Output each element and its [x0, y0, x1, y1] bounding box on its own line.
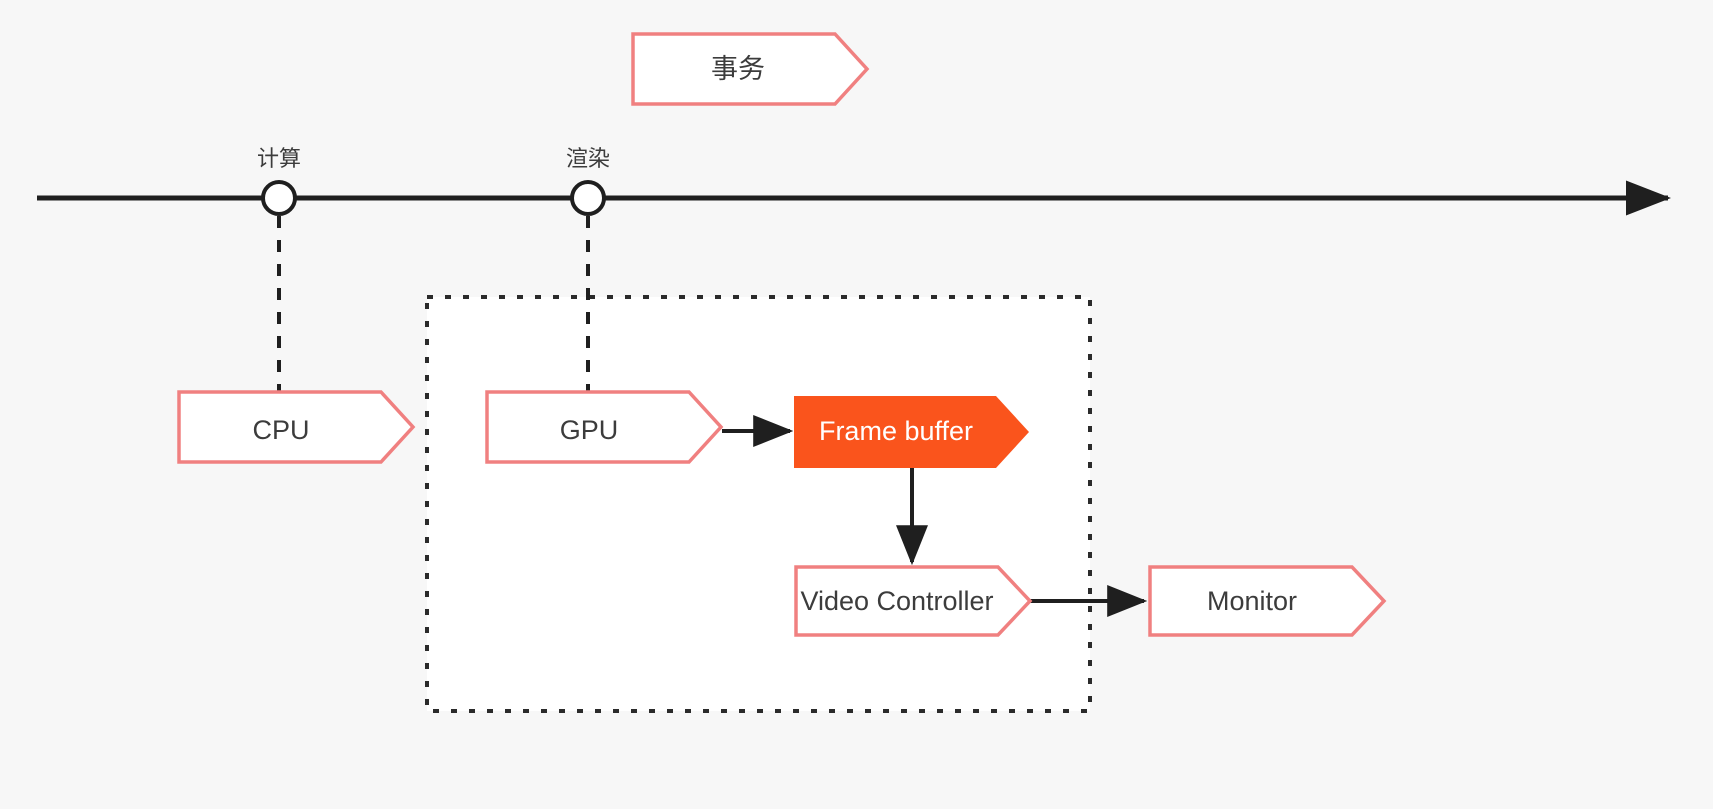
milestone-render[interactable]: 渲染 — [566, 146, 610, 216]
node-monitor-label: Monitor — [1207, 586, 1297, 616]
node-cpu-label: CPU — [252, 415, 309, 445]
node-monitor[interactable]: Monitor — [1148, 565, 1387, 637]
group-boundary-box — [425, 295, 1092, 713]
node-frame-buffer[interactable]: Frame buffer — [794, 396, 1029, 468]
node-gpu-label: GPU — [560, 415, 619, 445]
banner-label: 事务 — [711, 54, 765, 84]
node-cpu[interactable]: CPU — [177, 390, 416, 464]
milestone-compute[interactable]: 计算 — [257, 146, 301, 216]
node-gpu[interactable]: GPU — [485, 390, 724, 464]
node-frame-buffer-label: Frame buffer — [819, 416, 973, 446]
banner-pennant[interactable]: 事务 — [631, 32, 870, 106]
milestone-render-label: 渲染 — [566, 146, 610, 171]
milestone-compute-label: 计算 — [257, 146, 301, 171]
node-video-controller-label: Video Controller — [800, 586, 993, 616]
milestone-render-circle — [570, 180, 606, 216]
node-video-controller-shape — [794, 565, 1033, 637]
node-monitor-shape — [1148, 565, 1387, 637]
node-gpu-shape — [485, 390, 724, 464]
node-video-controller[interactable]: Video Controller — [794, 565, 1033, 637]
banner-pennant-shape — [631, 32, 870, 106]
node-cpu-shape — [177, 390, 416, 464]
node-frame-buffer-shape — [794, 396, 1029, 468]
milestone-compute-circle — [261, 180, 297, 216]
